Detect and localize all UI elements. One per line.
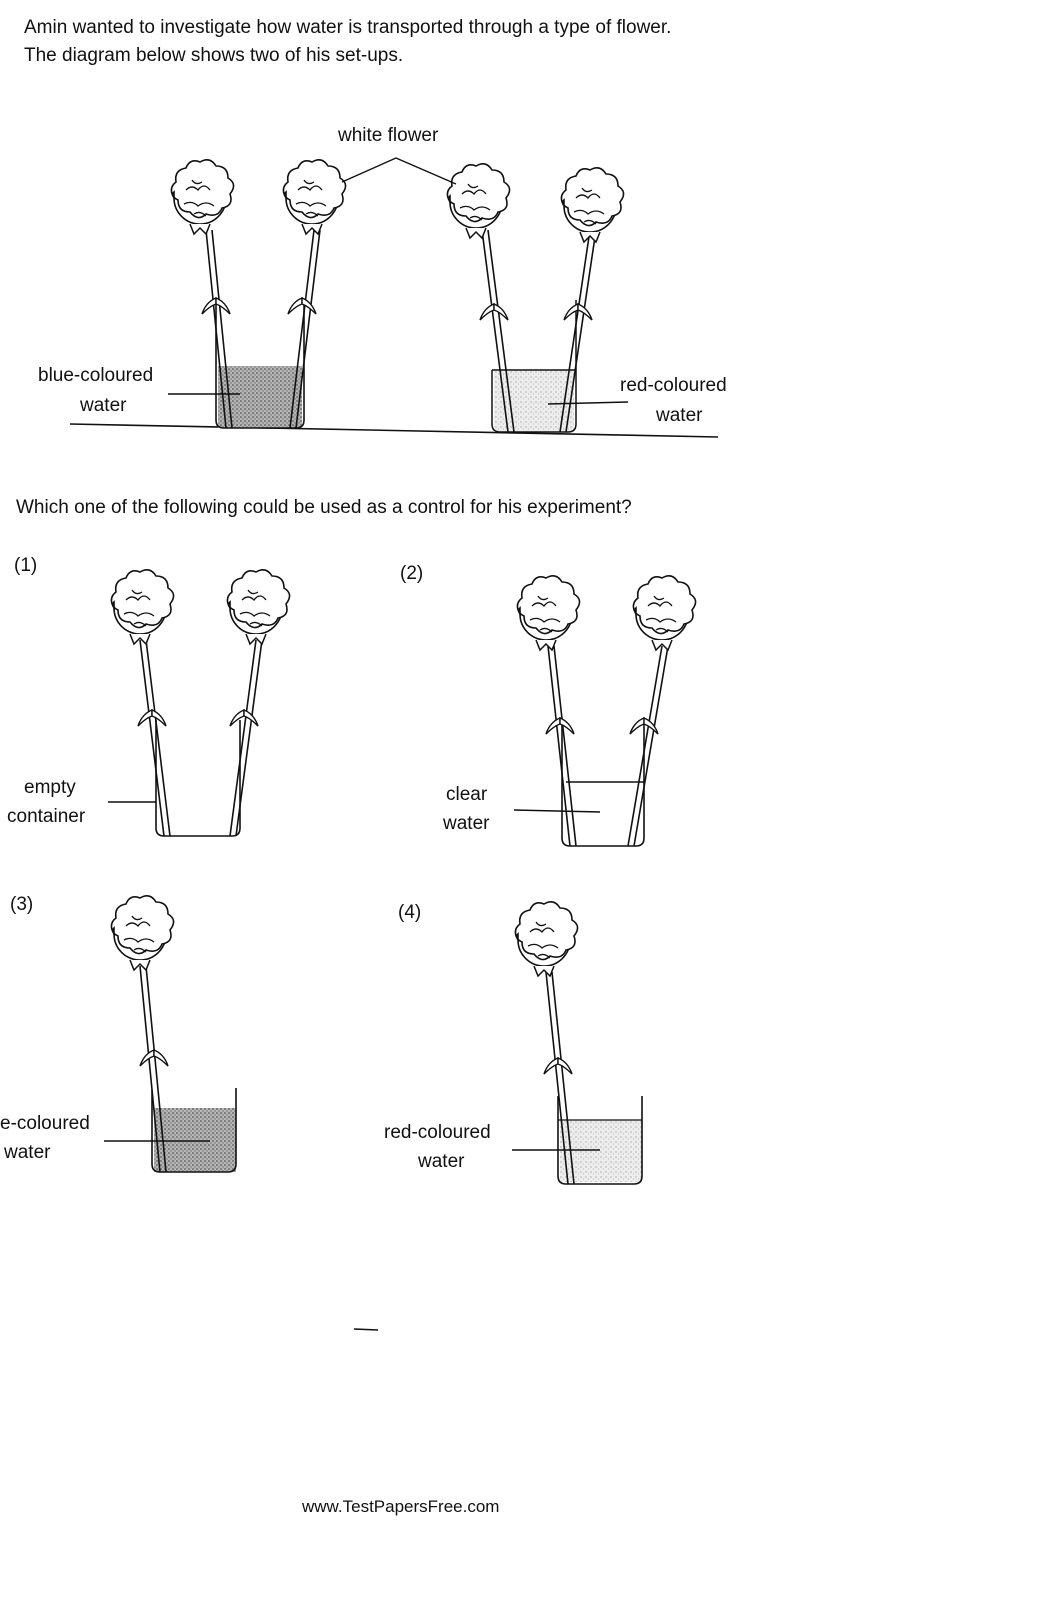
option-2-label-2: water xyxy=(443,813,490,834)
red-water-label-2: water xyxy=(656,405,703,426)
white-flower-label: white flower xyxy=(338,125,439,146)
option-1-label-2: container xyxy=(7,806,86,827)
blue-water-label-1: blue-coloured xyxy=(38,365,154,386)
footer-url: www.TestPapersFree.com xyxy=(302,1497,500,1516)
option-4-label-1: red-coloured xyxy=(384,1122,491,1143)
option-3-number[interactable]: (3) xyxy=(10,894,34,915)
question-prompt: Which one of the following could be used… xyxy=(16,497,632,518)
option-2-number[interactable]: (2) xyxy=(400,563,424,584)
option-1-label-1: empty xyxy=(24,777,76,798)
red-water-label-1: red-coloured xyxy=(620,375,727,396)
option-3-label-2: water xyxy=(4,1142,51,1163)
option-3-label-1: e-coloured xyxy=(0,1113,90,1134)
intro-line-1: Amin wanted to investigate how water is … xyxy=(24,17,672,38)
intro-line-2: The diagram below shows two of his set-u… xyxy=(24,45,404,66)
option-4-label-2: water xyxy=(418,1151,465,1172)
option-4-number[interactable]: (4) xyxy=(398,902,422,923)
option-1-number[interactable]: (1) xyxy=(14,555,38,576)
blue-water-label-2: water xyxy=(80,395,127,416)
option-2-label-1: clear xyxy=(446,784,488,805)
